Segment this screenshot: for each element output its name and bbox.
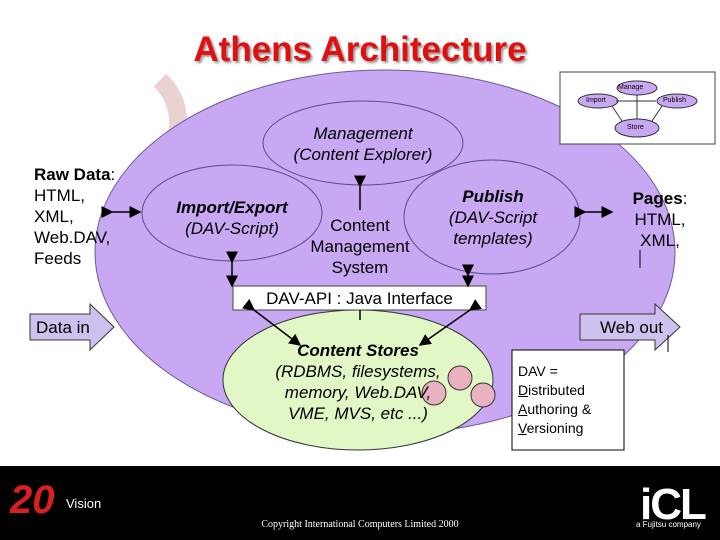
data-in-label: Data in (36, 318, 90, 337)
mini-label-manage: Manage (618, 84, 644, 91)
cms-line: System (331, 258, 389, 277)
pages-line: HTML, (634, 210, 686, 229)
arrow-api-to-stores-right (418, 299, 483, 346)
mini-diagram (559, 71, 716, 145)
raw-data-heading: Raw Data (34, 165, 111, 184)
mini-label-publish: Publish (663, 97, 686, 104)
dav-initial: V (518, 420, 527, 436)
data-in-arrow (29, 302, 115, 352)
content-stores-line: VME, MVS, etc ...) (288, 404, 428, 423)
dav-word-rest: uthoring & (527, 401, 592, 417)
dav-word-rest: ersioning (526, 420, 584, 436)
dav-initial: D (518, 382, 529, 398)
mini-label-import: Import (586, 97, 606, 104)
publish-title: Publish (462, 187, 524, 206)
import-export-title: Import/Export (176, 198, 288, 217)
content-stores-title: Content Stores (297, 341, 419, 360)
import-export-label: Import/Export (DAV-Script) (152, 197, 312, 239)
dav-note-heading: DAV = (518, 363, 558, 379)
db-circle-1 (421, 380, 447, 406)
pages-line: XML, (640, 231, 680, 250)
cms-line: Content (330, 216, 390, 235)
dav-word-rest: istributed (528, 382, 585, 398)
raw-data-block: Raw Data: HTML, XML, Web.DAV, Feeds (34, 164, 115, 269)
cms-line: Management (310, 237, 410, 256)
footer-bar (0, 466, 720, 540)
dav-api-label: DAV-API : Java Interface (266, 289, 453, 308)
db-circle-3 (470, 382, 496, 408)
arrow-api-to-stores-left (242, 298, 302, 346)
vision-logo-number: 20 (10, 478, 55, 522)
publish-label: Publish (DAV-Script templates) (418, 186, 568, 249)
dav-note: DAV = Distributed Authoring & Versioning (518, 362, 591, 438)
content-stores-line: (RDBMS, filesystems, (275, 362, 441, 381)
import-export-subtitle: (DAV-Script) (185, 219, 279, 238)
raw-data-line: XML, (34, 207, 74, 226)
management-label: Management (Content Explorer) (263, 123, 463, 165)
dav-note-box (511, 349, 625, 451)
vision-logo-text: Vision (66, 496, 102, 511)
pages-heading: Pages (632, 189, 683, 208)
publish-subtitle-2: templates) (453, 229, 533, 248)
management-title: Management (313, 124, 413, 143)
icl-logo: iCL (640, 480, 707, 529)
management-subtitle: (Content Explorer) (293, 145, 433, 164)
raw-data-line: Feeds (34, 249, 82, 268)
mini-label-store: Store (627, 124, 644, 131)
pages-block: Pages: HTML, XML, (620, 188, 700, 251)
content-stores-label: Content Stores (RDBMS, filesystems, memo… (258, 340, 458, 424)
pages-colon: : (682, 189, 688, 208)
publish-subtitle: (DAV-Script (448, 208, 538, 227)
web-out-label: Web out (600, 318, 664, 337)
raw-data-line: Web.DAV, (34, 228, 111, 247)
cms-label: Content Management System (295, 215, 425, 278)
dav-initial: A (518, 401, 528, 417)
content-stores-line: memory, Web.DAV, (284, 383, 432, 402)
copyright-text: Copyright International Computers Limite… (261, 519, 459, 530)
raw-data-colon: : (110, 165, 116, 184)
icl-tagline: a Fujitsu company (636, 520, 701, 529)
raw-data-line: HTML, (34, 186, 85, 205)
db-circle-2 (447, 365, 473, 391)
page-title: Athens Architecture (193, 30, 527, 69)
